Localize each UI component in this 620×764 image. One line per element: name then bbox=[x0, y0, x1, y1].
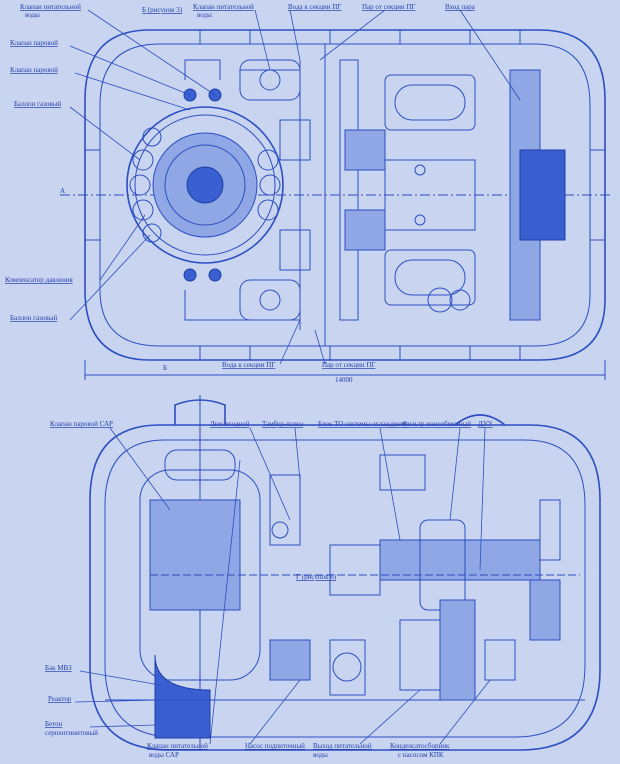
label-gas-cylinder-2: Баллон газовый bbox=[10, 314, 57, 322]
label-pressure-compensator: Компенсатор давления bbox=[5, 276, 74, 284]
label-water-to-sg-bottom: Вода к секции ПГ bbox=[222, 361, 275, 369]
label-steam-from-sg-top: Пар от секции ПГ bbox=[362, 3, 415, 11]
label-section-g-ref: Г (рисунок 6) bbox=[296, 573, 337, 581]
hull-inner-top bbox=[99, 43, 591, 347]
label-steam-from-sg-bottom: Пар от секции ПГ bbox=[322, 361, 375, 369]
equipment-side bbox=[105, 454, 585, 701]
label-airlock: Тамбур-шлюз bbox=[262, 420, 303, 428]
steam-generator-top bbox=[339, 59, 566, 321]
filter-dome bbox=[454, 414, 506, 426]
label-water-to-sg-top: Вода к секции ПГ bbox=[288, 3, 341, 11]
label-feed-outlet-2: воды bbox=[313, 751, 328, 759]
label-feed-outlet-1: Выход питательной bbox=[313, 742, 372, 750]
label-reactor: Реактор bbox=[48, 695, 72, 703]
label-feed-valve-1: Клапан питательной bbox=[20, 3, 81, 11]
hull-ribs-top bbox=[85, 30, 605, 360]
label-mvz-tank: Бак МВЗ bbox=[45, 664, 72, 672]
label-entry-hatch: Люк входной bbox=[210, 420, 250, 428]
label-concrete-1: Бетон bbox=[45, 720, 63, 728]
side-view-section: Клапан паровой САР Люк входной Тамбур-шл… bbox=[45, 395, 601, 759]
hull-inner-side bbox=[104, 439, 586, 738]
label-ion-filter: Фильтр ионообменный bbox=[402, 420, 471, 428]
label-gas-cylinder-1: Баллон газовый bbox=[14, 100, 61, 108]
label-section-b: Б bbox=[163, 364, 167, 372]
label-feed-valve-1b: воды bbox=[25, 11, 40, 19]
reactor-top bbox=[126, 88, 284, 282]
label-feed-valve-sar-1: Клапан питательной bbox=[147, 742, 208, 750]
label-feed-valve-sar-2: воды САР bbox=[149, 751, 179, 759]
hull-outline-top bbox=[84, 29, 606, 361]
label-steam-valve-2: Клапан паровой bbox=[10, 66, 58, 74]
label-feed-valve-2b: воды bbox=[197, 11, 212, 19]
top-labels: Клапан питательной воды Б (рисунок 3) Кл… bbox=[5, 3, 521, 372]
label-condensate-1: Конденсатосборник bbox=[390, 742, 450, 750]
reactor-side bbox=[139, 449, 261, 739]
label-feed-valve-2: Клапан питательной bbox=[193, 3, 254, 11]
label-cooling-unit: Блок ТО системы охлаждения bbox=[318, 420, 408, 428]
top-view-plan: 14000 Клапан питательной воды Б (рисунок… bbox=[5, 3, 610, 384]
label-section-a: А bbox=[60, 187, 65, 195]
hull-outline-side bbox=[89, 424, 601, 751]
label-steam-valve-1: Клапан паровой bbox=[10, 39, 58, 47]
label-steam-inlet: Вход пара bbox=[445, 3, 476, 11]
piping-top bbox=[184, 59, 311, 330]
side-labels: Клапан паровой САР Люк входной Тамбур-шл… bbox=[45, 420, 493, 759]
label-section-b-ref: Б (рисунок 3) bbox=[142, 6, 183, 14]
label-duu: ДУУ bbox=[478, 420, 493, 428]
label-steam-valve-sar: Клапан паровой САР bbox=[50, 420, 113, 428]
dimension-14000: 14000 bbox=[84, 360, 606, 384]
dimension-label: 14000 bbox=[335, 376, 353, 384]
label-makeup-pump: Насос подпиточный bbox=[245, 742, 305, 750]
label-concrete-2: серпентинитовый bbox=[45, 729, 98, 737]
label-condensate-2: с насосом КПК bbox=[398, 751, 444, 759]
